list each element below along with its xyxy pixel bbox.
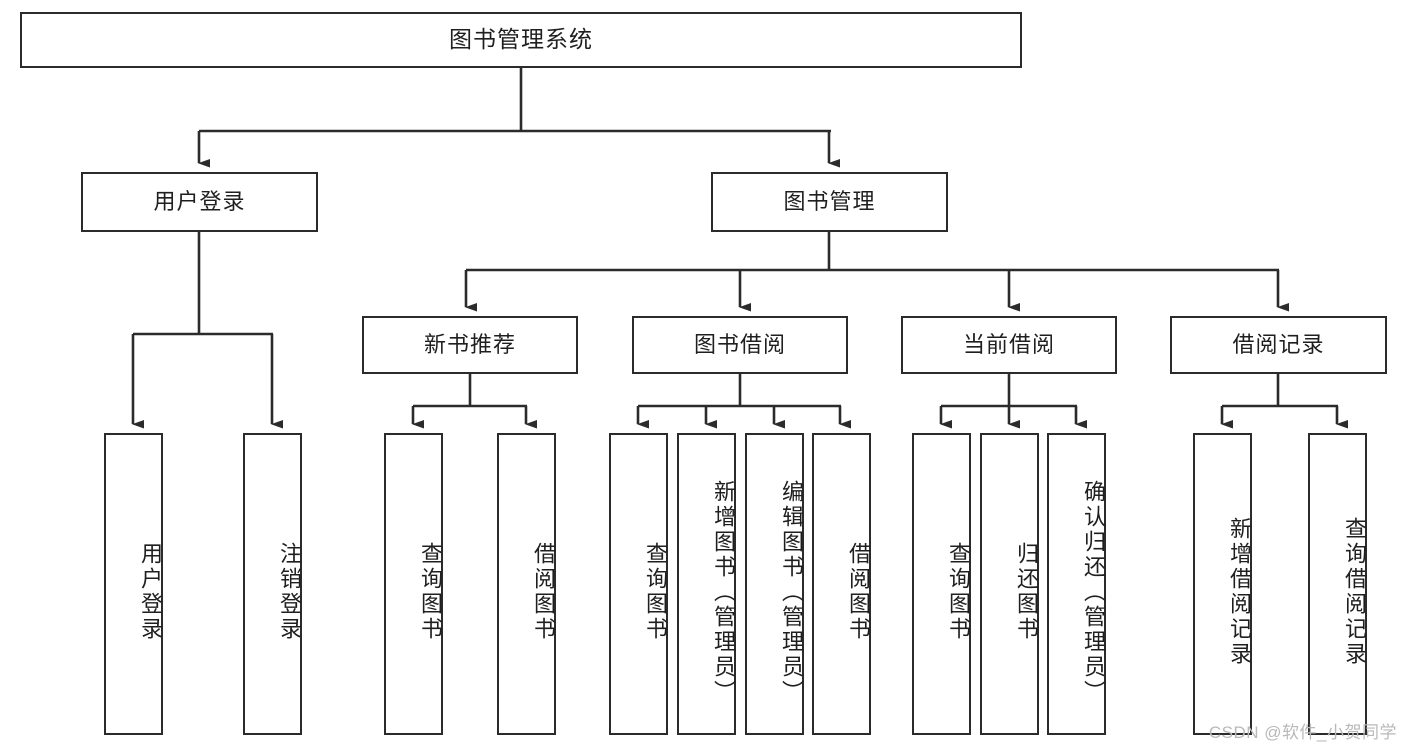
leaf-add-book[interactable]: 新增图书（管理员） (677, 433, 736, 735)
node-label: 借阅图书 (531, 542, 556, 642)
leaf-query-book-borrow[interactable]: 查询图书 (609, 433, 668, 735)
leaf-query-book-current[interactable]: 查询图书 (912, 433, 971, 735)
leaf-add-borrow-record[interactable]: 新增借阅记录 (1193, 433, 1252, 735)
node-root-book-management-system[interactable]: 图书管理系统 (20, 12, 1022, 68)
node-book-manage[interactable]: 图书管理 (711, 172, 948, 232)
node-label: 归还图书 (1014, 542, 1039, 642)
node-label: 注销登录 (277, 542, 302, 642)
node-label: 查询借阅记录 (1342, 517, 1367, 667)
node-label: 查询图书 (946, 542, 971, 642)
leaf-query-book-new[interactable]: 查询图书 (384, 433, 443, 735)
node-label: 新书推荐 (423, 331, 516, 357)
leaf-return-book[interactable]: 归还图书 (980, 433, 1039, 735)
node-label: 确认归还（管理员） (1081, 479, 1106, 705)
node-borrow-record[interactable]: 借阅记录 (1170, 316, 1387, 374)
node-label: 用户登录 (153, 188, 246, 214)
leaf-user-login[interactable]: 用户登录 (104, 433, 163, 735)
node-label: 查询图书 (643, 542, 668, 642)
node-label: 当前借阅 (962, 331, 1055, 357)
node-book-borrow[interactable]: 图书借阅 (632, 316, 848, 374)
leaf-logout[interactable]: 注销登录 (243, 433, 302, 735)
watermark-text: CSDN @软件_小贺同学 (1208, 723, 1397, 742)
leaf-borrow-book[interactable]: 借阅图书 (812, 433, 871, 735)
node-label: 新增借阅记录 (1227, 517, 1252, 667)
node-label: 借阅记录 (1232, 331, 1325, 357)
node-label: 编辑图书（管理员） (779, 479, 804, 705)
node-user-login[interactable]: 用户登录 (81, 172, 318, 232)
node-label: 查询图书 (418, 542, 443, 642)
node-label: 用户登录 (138, 542, 163, 642)
node-current-borrow[interactable]: 当前借阅 (901, 316, 1117, 374)
node-label: 图书管理 (783, 188, 876, 214)
node-label: 图书借阅 (693, 331, 786, 357)
leaf-edit-book[interactable]: 编辑图书（管理员） (745, 433, 804, 735)
node-label: 图书管理系统 (449, 26, 593, 53)
leaf-confirm-return[interactable]: 确认归还（管理员） (1047, 433, 1106, 735)
node-label: 新增图书（管理员） (711, 479, 736, 705)
leaf-query-borrow-record[interactable]: 查询借阅记录 (1308, 433, 1367, 735)
node-new-book-rec[interactable]: 新书推荐 (362, 316, 578, 374)
leaf-borrow-book-new[interactable]: 借阅图书 (497, 433, 556, 735)
node-label: 借阅图书 (846, 542, 871, 642)
